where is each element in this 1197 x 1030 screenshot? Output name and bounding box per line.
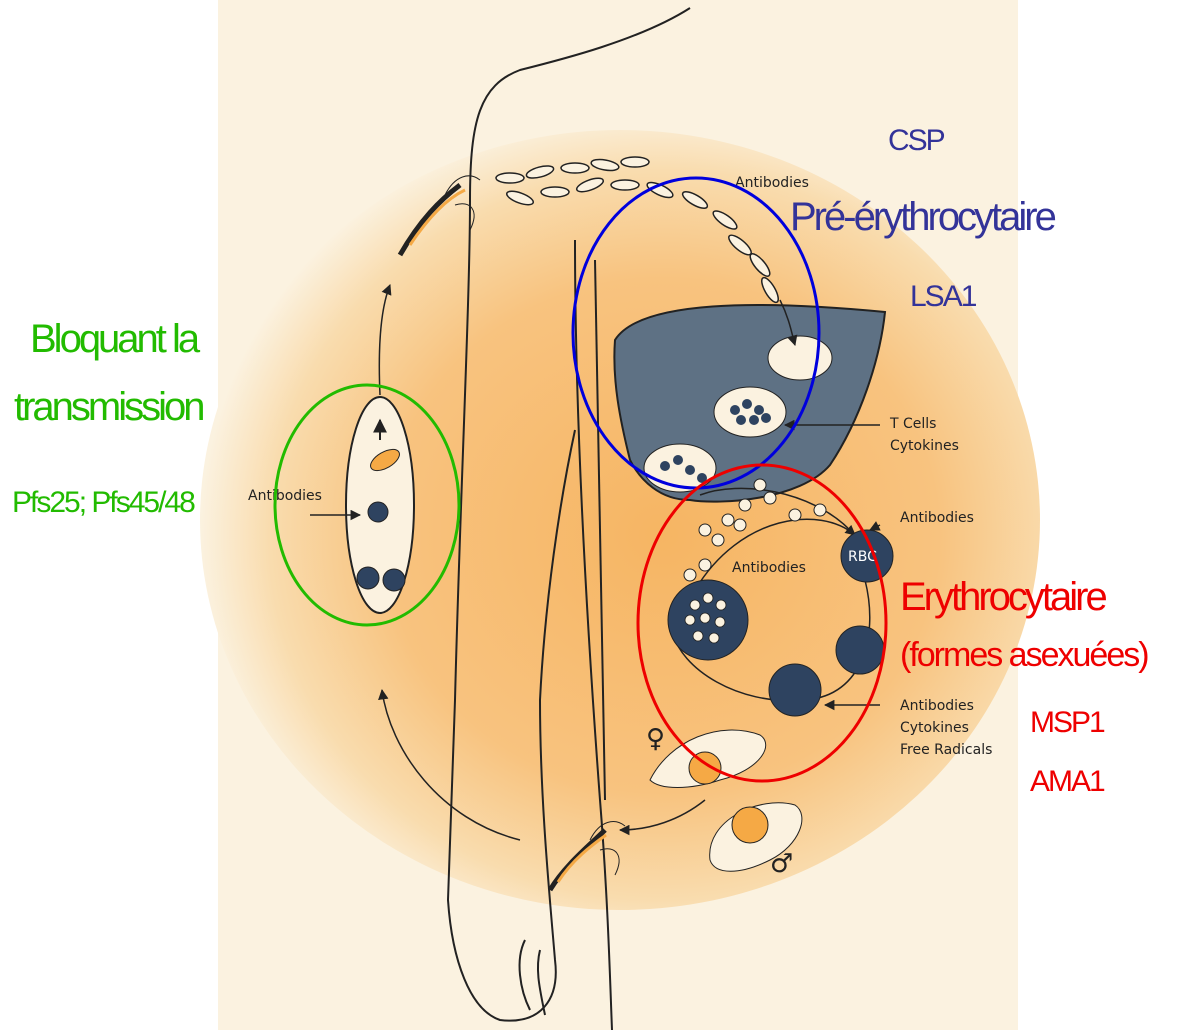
erythrocytic-antigen-msp1: MSP1 bbox=[1030, 706, 1104, 740]
cytokines-label: Cytokines bbox=[890, 438, 959, 454]
hepatocyte-rupture bbox=[644, 444, 716, 492]
pre-erythrocytic-antigen-lsa1: LSA1 bbox=[910, 280, 975, 314]
antibodies-label-right: Antibodies bbox=[900, 510, 974, 526]
antibodies-label-bottom: Antibodies bbox=[900, 698, 974, 714]
ring-stage-cell bbox=[836, 626, 884, 674]
trophozoite-cell bbox=[769, 664, 821, 716]
t-cells-label: T Cells bbox=[889, 416, 936, 432]
free-radicals-label: Free Radicals bbox=[900, 742, 992, 758]
transmission-title-line1: Bloquant la bbox=[30, 317, 197, 362]
hepatocyte-sporozoite bbox=[768, 336, 832, 380]
oocyst-1 bbox=[357, 567, 379, 589]
hepatocyte-schizont bbox=[714, 387, 786, 437]
erythrocytic-title: Erythrocytaire bbox=[900, 575, 1105, 620]
antibodies-label-top: Antibodies bbox=[735, 175, 809, 191]
zygote bbox=[368, 502, 388, 522]
pre-erythrocytic-title: Pré-érythrocytaire bbox=[790, 195, 1054, 240]
antibodies-label-center: Antibodies bbox=[732, 560, 806, 576]
erythrocytic-antigen-ama1: AMA1 bbox=[1030, 765, 1104, 799]
oocyst-2 bbox=[383, 569, 405, 591]
female-symbol: ♀ bbox=[646, 724, 665, 754]
transmission-title-line2: transmission bbox=[14, 385, 203, 430]
antibodies-label-left: Antibodies bbox=[248, 488, 322, 504]
male-symbol: ♂ bbox=[770, 849, 793, 879]
cytokines-label-bottom: Cytokines bbox=[900, 720, 969, 736]
transmission-antigens: Pfs25; Pfs45/48 bbox=[12, 486, 194, 520]
pre-erythrocytic-antigen-csp: CSP bbox=[888, 124, 944, 158]
erythrocytic-subtitle: (formes asexuées) bbox=[900, 636, 1148, 675]
